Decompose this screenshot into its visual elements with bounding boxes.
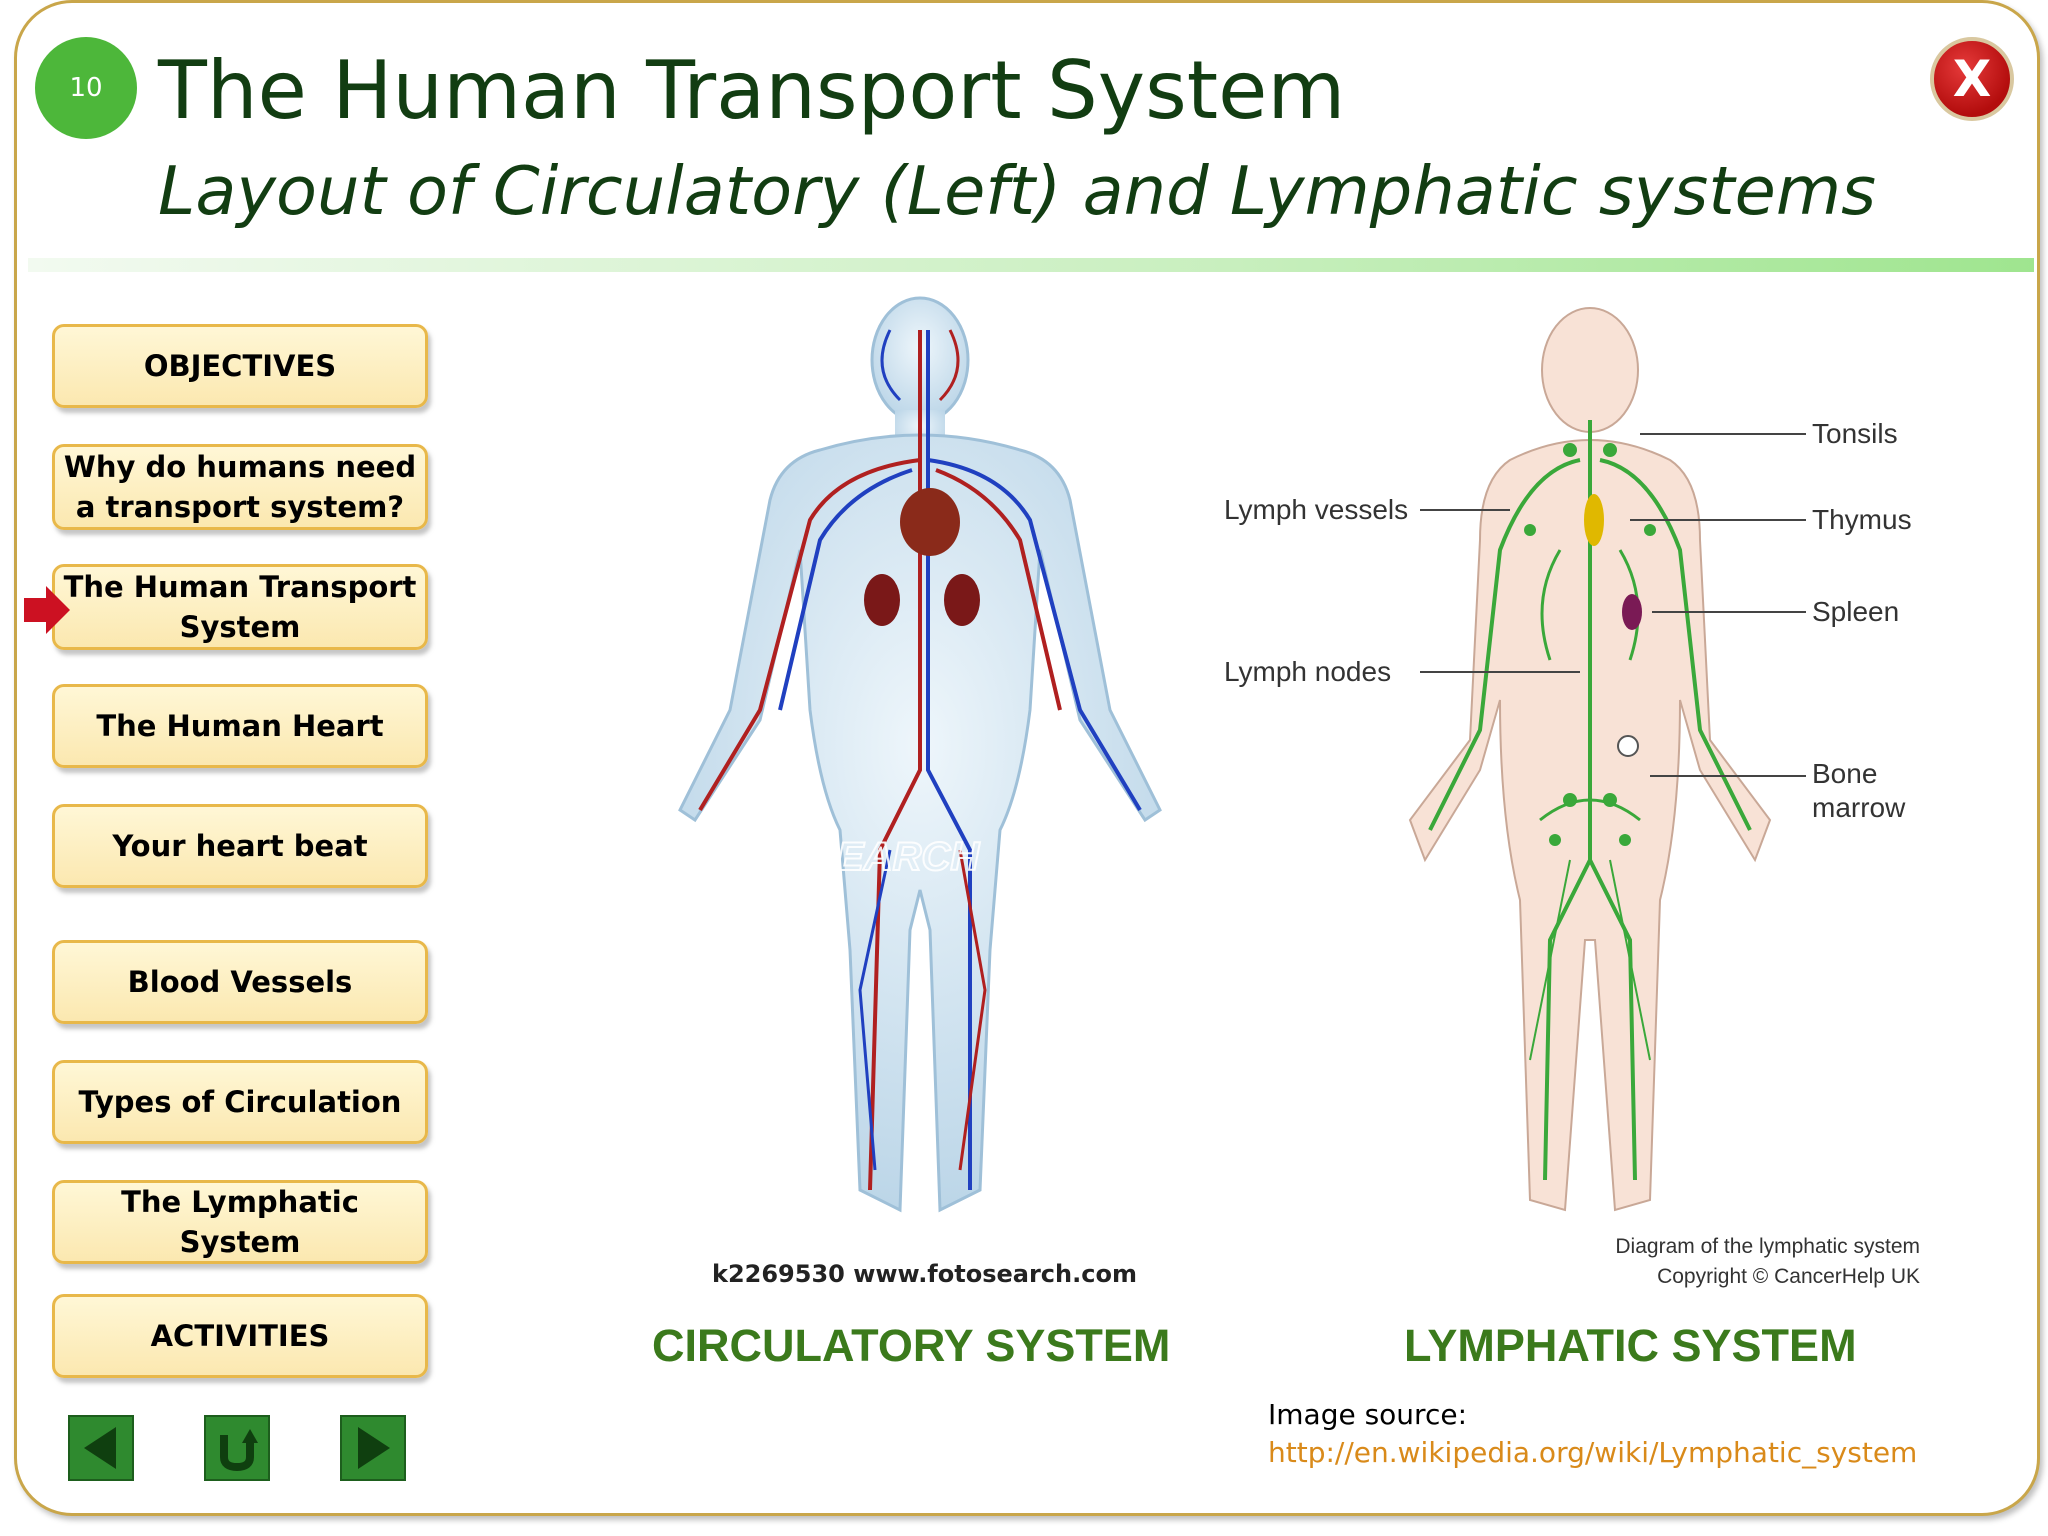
circulatory-image-caption: k2269530 www.fotosearch.com — [712, 1260, 1137, 1288]
nav-label: Why do humans need a transport system? — [63, 450, 417, 524]
image-source-link[interactable]: http://en.wikipedia.org/wiki/Lymphatic_s… — [1268, 1436, 1918, 1469]
forward-button[interactable] — [340, 1415, 406, 1481]
nav-label: The Lymphatic System — [121, 1185, 359, 1259]
nav-heart-beat-button[interactable]: Your heart beat — [52, 804, 428, 888]
lymph-nodes-icon — [1524, 443, 1656, 846]
forward-icon — [358, 1427, 390, 1469]
nav-label: Types of Circulation — [78, 1085, 402, 1119]
lymphatic-system-label: LYMPHATIC SYSTEM — [1404, 1320, 1857, 1371]
lymph-vessels-label: Lymph vessels — [1224, 494, 1409, 525]
back-button[interactable] — [68, 1415, 134, 1481]
slide-number-badge: 10 — [35, 37, 137, 139]
spleen-icon — [1622, 594, 1642, 630]
nav-blood-vessels-button[interactable]: Blood Vessels — [52, 940, 428, 1024]
nav-label: The Human Heart — [96, 709, 384, 743]
page-title: The Human Transport System — [158, 44, 1346, 137]
lymph-nodes-label: Lymph nodes — [1224, 656, 1392, 687]
lymph-vessels-network — [1428, 420, 1752, 1181]
nav-human-heart-button[interactable]: The Human Heart — [52, 684, 428, 768]
close-button[interactable]: X — [1930, 37, 2014, 121]
circulatory-system-label: CIRCULATORY SYSTEM — [652, 1320, 1171, 1371]
tonsils-label: Tonsils — [1812, 418, 1898, 449]
kidney-left-icon — [864, 574, 900, 626]
kidney-right-icon — [944, 574, 980, 626]
current-page-arrow-icon — [24, 586, 70, 634]
bone-marrow-label-line2: marrow — [1812, 792, 1906, 823]
lymph-leader-lines — [1630, 433, 1806, 777]
return-icon — [220, 1429, 258, 1472]
circulatory-system-image: FOTOSEARCH — [678, 296, 1162, 1213]
lymphatic-caption-line1: Diagram of the lymphatic system — [1615, 1235, 1920, 1258]
close-icon: X — [1952, 50, 1992, 108]
nav-activities-button[interactable]: ACTIVITIES — [52, 1294, 428, 1378]
heart-icon — [900, 488, 960, 556]
nav-lymphatic-system-button[interactable]: The Lymphatic System — [52, 1180, 428, 1264]
nav-label: OBJECTIVES — [143, 349, 337, 383]
lymph-leader-lines-left — [1420, 509, 1580, 673]
lymphatic-system-image — [1408, 307, 1772, 1212]
return-button[interactable] — [204, 1415, 270, 1481]
lymphatic-image-caption: Diagram of the lymphatic system Copyrigh… — [1560, 1232, 1920, 1292]
nav-why-transport-button[interactable]: Why do humans need a transport system? — [52, 444, 428, 530]
thymus-label: Thymus — [1812, 504, 1912, 535]
lymphatic-caption-line2: Copyright © CancerHelp UK — [1657, 1265, 1920, 1288]
page-subtitle: Layout of Circulatory (Left) and Lymphat… — [158, 152, 1876, 230]
blood-vessels — [698, 329, 1142, 1191]
image-source-label: Image source: — [1268, 1398, 1468, 1431]
nav-label: The Human Transport System — [63, 570, 417, 644]
nav-objectives-button[interactable]: OBJECTIVES — [52, 324, 428, 408]
back-icon — [84, 1427, 116, 1469]
nav-label: Blood Vessels — [127, 965, 353, 999]
nav-types-circulation-button[interactable]: Types of Circulation — [52, 1060, 428, 1144]
fotosearch-watermark: FOTOSEARCH — [700, 835, 980, 879]
nav-human-transport-system-button[interactable]: The Human Transport System — [52, 564, 428, 650]
bone-marrow-icon — [1617, 735, 1639, 757]
spleen-label: Spleen — [1812, 596, 1900, 627]
bone-marrow-label: Bone — [1812, 758, 1878, 789]
title-divider — [28, 258, 2034, 272]
thymus-icon — [1584, 494, 1604, 546]
nav-label: Your heart beat — [112, 829, 368, 863]
nav-label: ACTIVITIES — [150, 1319, 330, 1353]
